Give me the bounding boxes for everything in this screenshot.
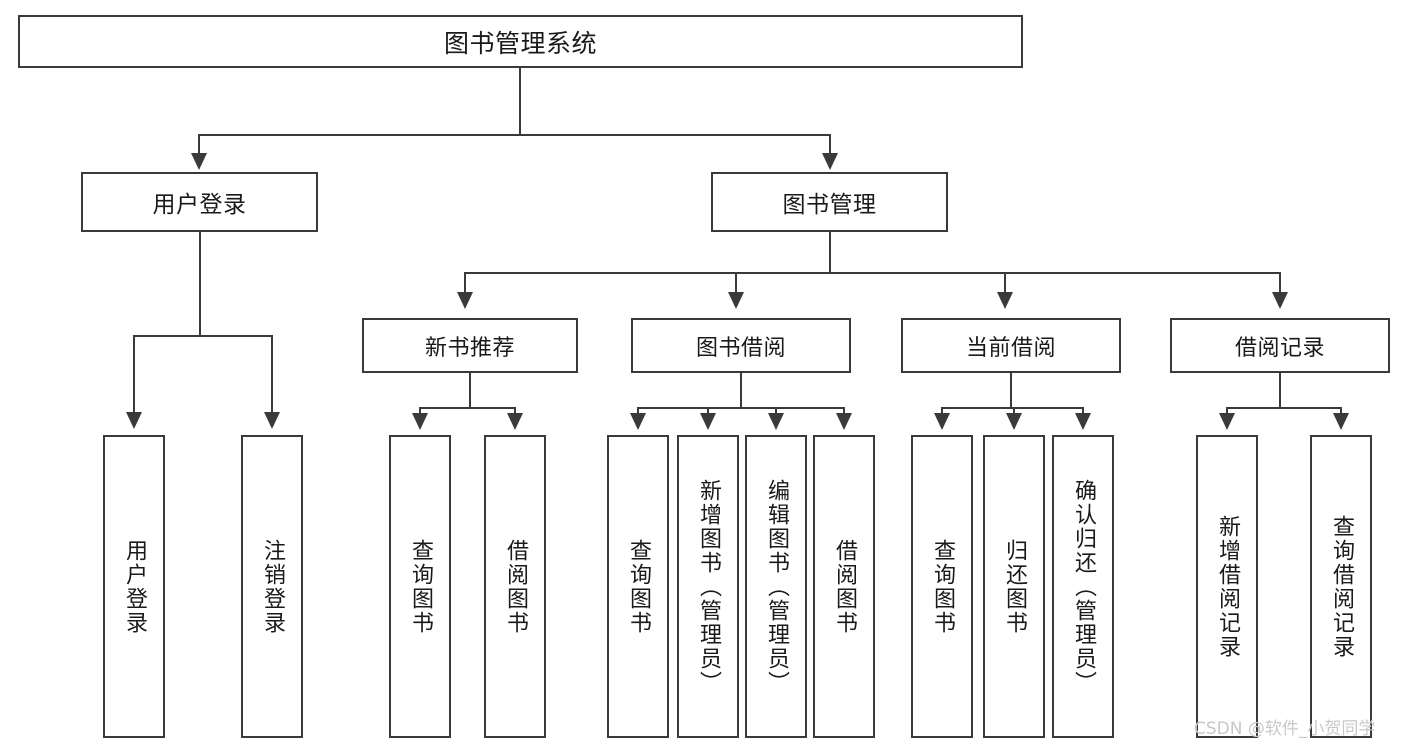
connector-new-books-bar xyxy=(419,407,516,409)
node-user-login: 用户登录 xyxy=(81,172,318,232)
node-book-management: 图书管理 xyxy=(711,172,948,232)
connector-user-login-left xyxy=(133,335,135,415)
connector-user-login-stem xyxy=(199,232,201,336)
leaf-borrow-book: 借阅图书 xyxy=(813,435,875,738)
connector-new-books-c1 xyxy=(419,407,421,417)
connector-book-mgmt-stem xyxy=(829,232,831,273)
node-new-book-recommend: 新书推荐 xyxy=(362,318,578,373)
arrow-book-mgmt-to-records xyxy=(1272,292,1288,309)
node-root: 图书管理系统 xyxy=(18,15,1023,68)
leaf-current-query: 查询图书 xyxy=(911,435,973,738)
arrow-current-c2 xyxy=(1006,413,1022,430)
connector-borrow-c4 xyxy=(843,407,845,417)
arrow-records-c2 xyxy=(1333,413,1349,430)
arrow-root-to-user-login xyxy=(191,153,207,170)
arrow-borrow-c1 xyxy=(630,413,646,430)
connector-new-books-c2 xyxy=(514,407,516,417)
leaf-borrow-add-book: 新增图书（管理员） xyxy=(677,435,739,738)
arrow-records-c1 xyxy=(1219,413,1235,430)
arrow-borrow-c4 xyxy=(836,413,852,430)
connector-book-mgmt-to-borrow xyxy=(735,272,737,294)
leaf-new-books-borrow: 借阅图书 xyxy=(484,435,546,738)
leaf-records-query: 查询借阅记录 xyxy=(1310,435,1372,738)
arrow-current-c3 xyxy=(1075,413,1091,430)
arrow-current-c1 xyxy=(934,413,950,430)
connector-book-mgmt-bar xyxy=(464,272,1280,274)
node-book-borrow: 图书借阅 xyxy=(631,318,851,373)
connector-root-stem xyxy=(519,68,521,135)
arrow-book-mgmt-to-borrow xyxy=(728,292,744,309)
leaf-new-books-query: 查询图书 xyxy=(389,435,451,738)
leaf-user-login: 用户登录 xyxy=(103,435,165,738)
leaf-current-return: 归还图书 xyxy=(983,435,1045,738)
connector-root-to-book-mgmt xyxy=(829,134,831,156)
connector-root-to-user-login xyxy=(198,134,200,156)
arrow-borrow-c2 xyxy=(700,413,716,430)
connector-current-c3 xyxy=(1082,407,1084,417)
arrow-new-books-c2 xyxy=(507,413,523,430)
connector-records-c2 xyxy=(1340,407,1342,417)
connector-records-c1 xyxy=(1226,407,1228,417)
leaf-current-confirm-return: 确认归还（管理员） xyxy=(1052,435,1114,738)
arrow-book-mgmt-to-new-books xyxy=(457,292,473,309)
connector-book-mgmt-to-records xyxy=(1279,272,1281,294)
connector-records-stem xyxy=(1279,373,1281,409)
connector-book-mgmt-to-new-books xyxy=(464,272,466,294)
arrow-book-mgmt-to-current xyxy=(997,292,1013,309)
leaf-borrow-edit-book: 编辑图书（管理员） xyxy=(745,435,807,738)
arrow-root-to-book-mgmt xyxy=(822,153,838,170)
connector-borrow-c2 xyxy=(707,407,709,417)
leaf-borrow-query: 查询图书 xyxy=(607,435,669,738)
connector-current-bar xyxy=(941,407,1082,409)
connector-borrow-bar xyxy=(637,407,844,409)
connector-user-login-bar xyxy=(133,335,272,337)
connector-borrow-c3 xyxy=(775,407,777,417)
leaf-records-add: 新增借阅记录 xyxy=(1196,435,1258,738)
arrow-new-books-c1 xyxy=(412,413,428,430)
connector-root-bar xyxy=(198,134,831,136)
arrow-user-login-right xyxy=(264,412,280,429)
leaf-user-logout: 注销登录 xyxy=(241,435,303,738)
connector-records-bar xyxy=(1226,407,1341,409)
connector-borrow-stem xyxy=(740,373,742,409)
node-current-borrow: 当前借阅 xyxy=(901,318,1121,373)
connector-user-login-right xyxy=(271,335,273,415)
connector-borrow-c1 xyxy=(637,407,639,417)
connector-new-books-stem xyxy=(469,373,471,409)
connector-current-stem xyxy=(1010,373,1012,409)
connector-book-mgmt-to-current xyxy=(1004,272,1006,294)
connector-current-c2 xyxy=(1013,407,1015,417)
node-borrow-records: 借阅记录 xyxy=(1170,318,1390,373)
connector-current-c1 xyxy=(941,407,943,417)
arrow-user-login-left xyxy=(126,412,142,429)
arrow-borrow-c3 xyxy=(768,413,784,430)
